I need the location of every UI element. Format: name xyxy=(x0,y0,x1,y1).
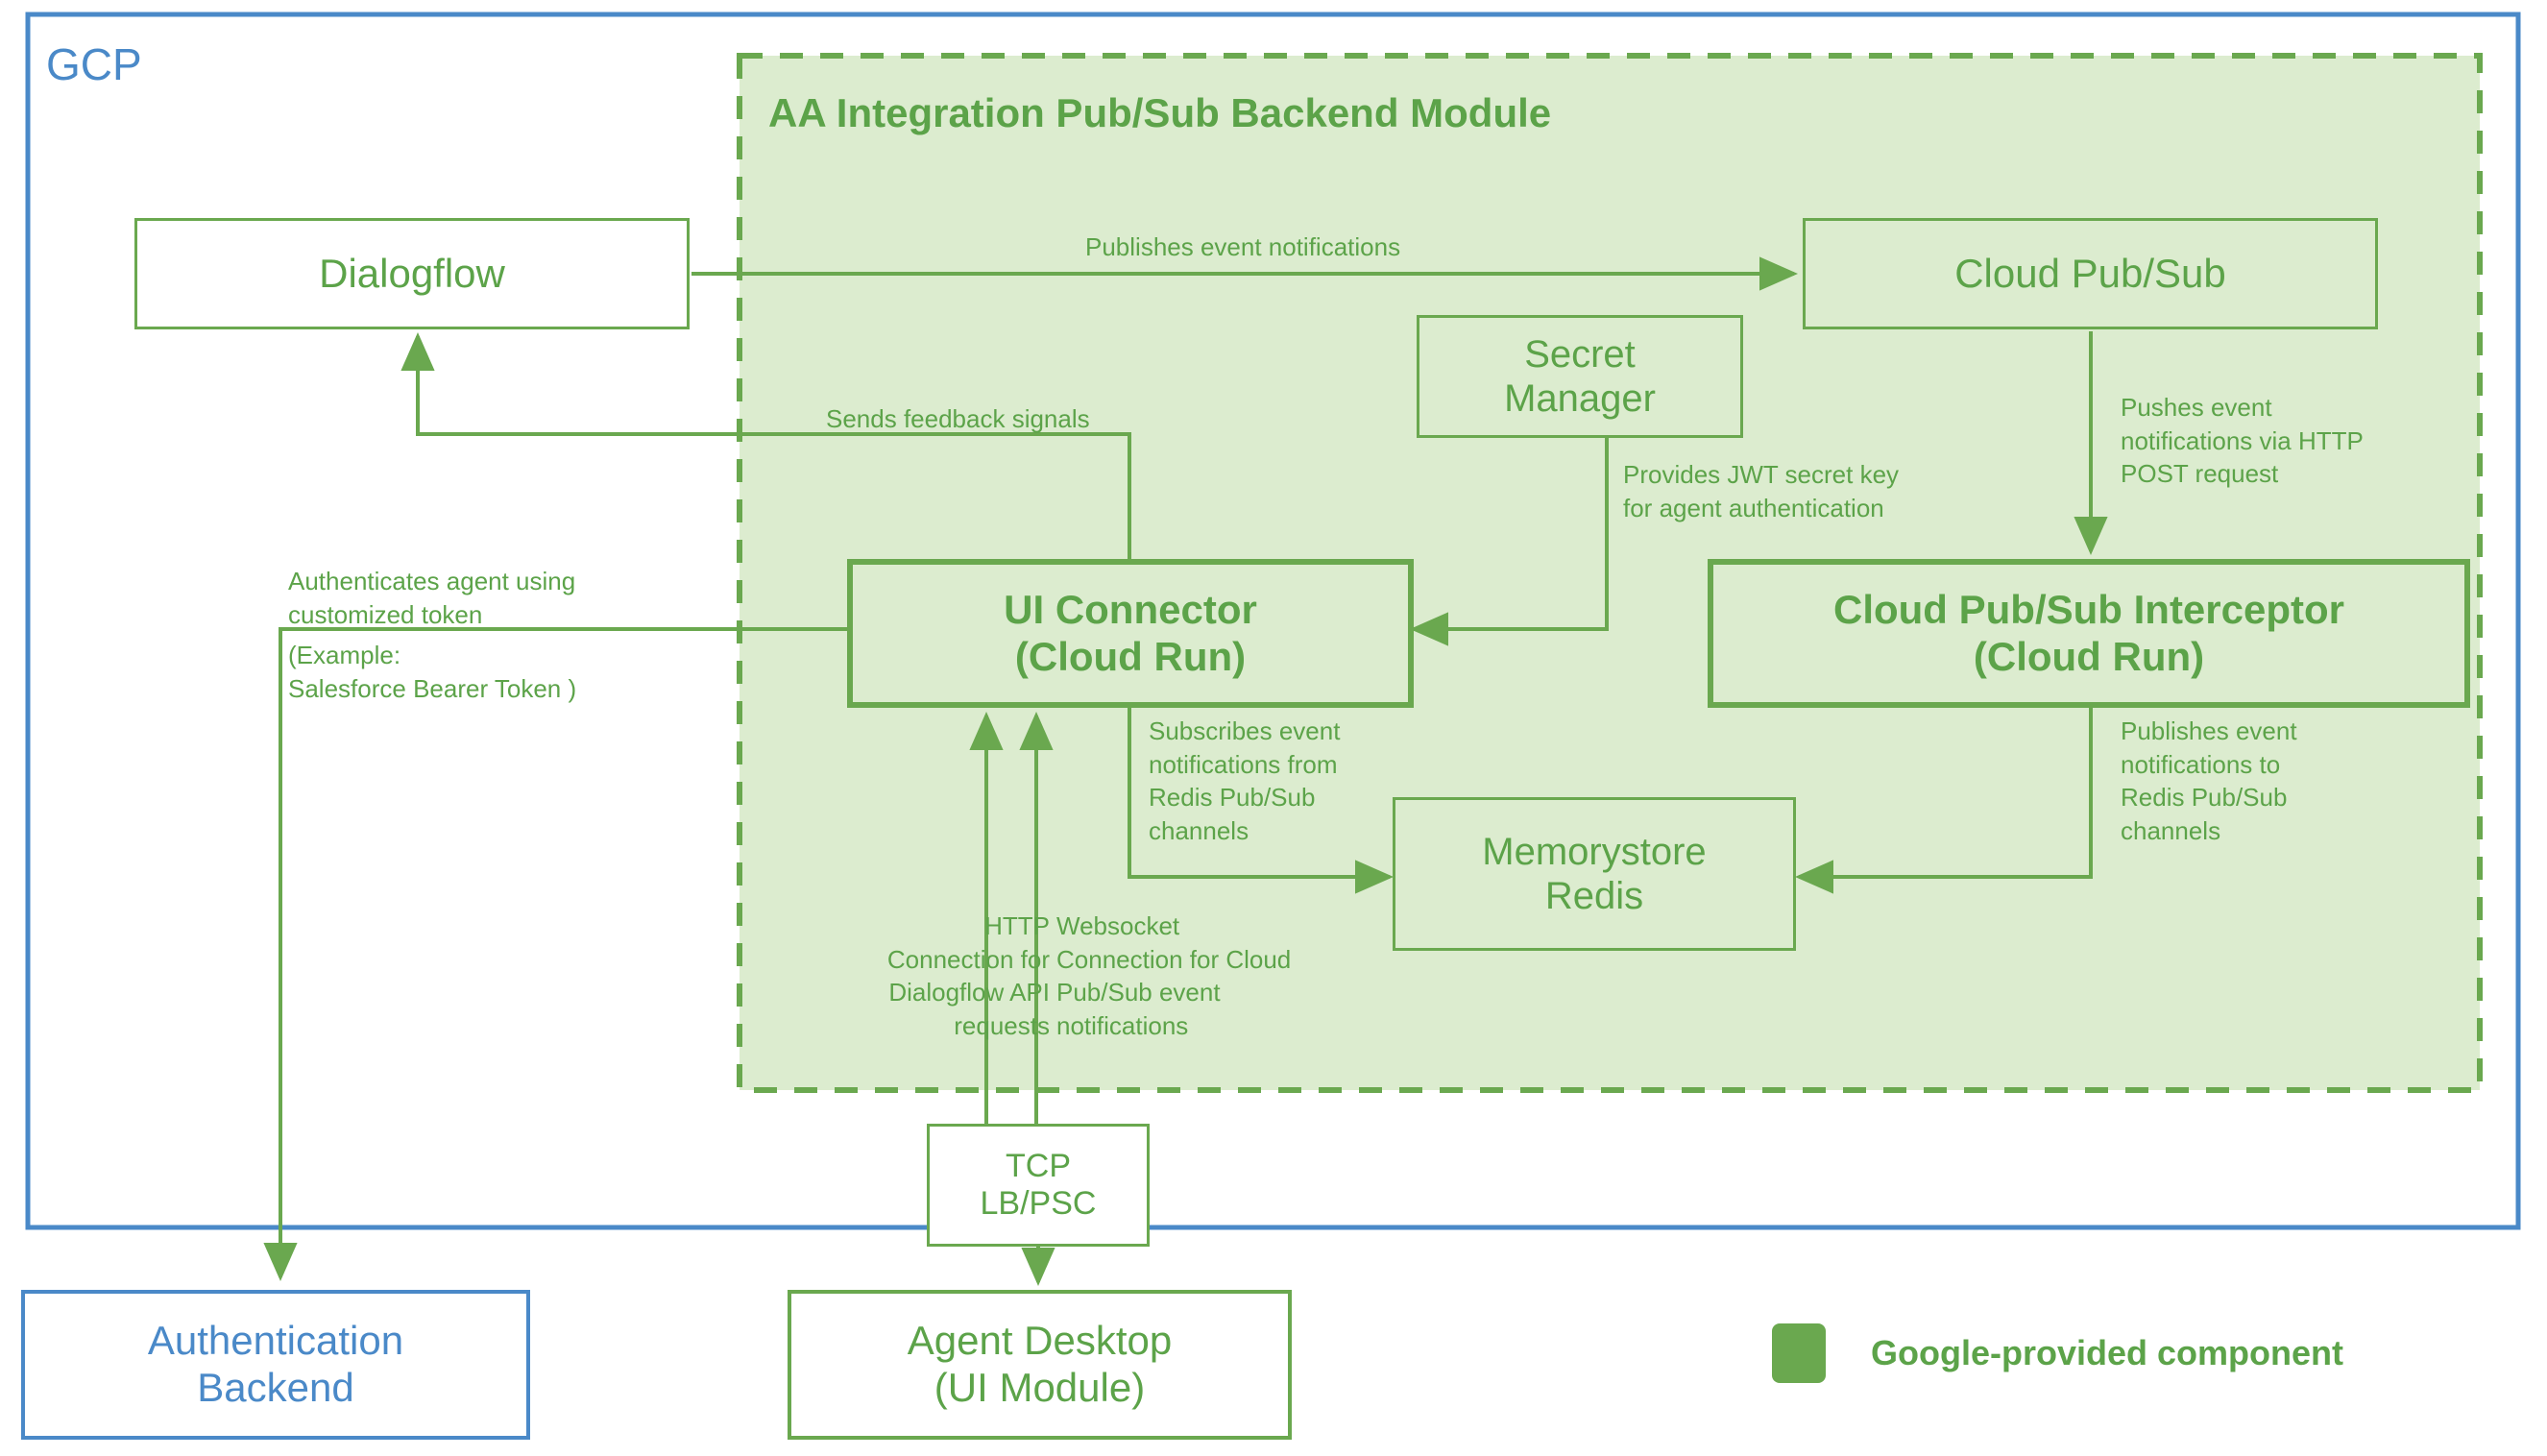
node-agent-desktop-line1: Agent Desktop xyxy=(907,1318,1173,1364)
node-ui-connector-line1: UI Connector xyxy=(1004,586,1257,632)
node-ui-connector-line2: (Cloud Run) xyxy=(1014,633,1247,679)
legend-label: Google-provided component xyxy=(1871,1333,2343,1372)
edge-uiconnector-to-dialogflow xyxy=(400,332,1131,559)
gcp-label: GCP xyxy=(46,39,142,90)
node-pubsub-interceptor[interactable]: Cloud Pub/Sub Interceptor (Cloud Run) xyxy=(1708,559,2470,708)
node-tcp-lb-psc-line2: LB/PSC xyxy=(980,1185,1097,1222)
edge-label-publishes-event-notifications: Publishes event notifications xyxy=(1085,232,1401,261)
node-memorystore-redis-line2: Redis xyxy=(1544,875,1644,917)
node-dialogflow-label: Dialogflow xyxy=(319,250,505,296)
node-agent-desktop[interactable]: Agent Desktop (UI Module) xyxy=(788,1290,1292,1440)
node-memorystore-redis[interactable]: Memorystore Redis xyxy=(1393,797,1796,951)
edge-interceptor-to-memorystore xyxy=(1795,708,2093,894)
edge-label-http-dialogflow-requests: HTTP Connection for Dialogflow API reque… xyxy=(886,911,1050,1040)
google-component-swatch-icon xyxy=(1772,1323,1826,1383)
node-authentication-backend-line1: Authentication xyxy=(147,1318,404,1364)
node-secret-manager-line1: Secret xyxy=(1524,332,1636,376)
node-secret-manager-line2: Manager xyxy=(1504,377,1656,420)
edge-label-websocket-pubsub-notifications: Websocket Connection for Cloud Pub/Sub e… xyxy=(1056,911,1292,1040)
module-label: AA Integration Pub/Sub Backend Module xyxy=(768,89,1552,135)
node-tcp-lb-psc-line1: TCP xyxy=(1006,1147,1071,1184)
node-tcp-lb-psc[interactable]: TCP LB/PSC xyxy=(927,1124,1150,1247)
node-agent-desktop-line2: (UI Module) xyxy=(934,1365,1146,1410)
node-memorystore-redis-line1: Memorystore xyxy=(1482,830,1707,873)
node-cloud-pubsub[interactable]: Cloud Pub/Sub xyxy=(1803,218,2378,329)
node-authentication-backend-line2: Backend xyxy=(197,1365,354,1410)
node-dialogflow[interactable]: Dialogflow xyxy=(134,218,690,329)
edge-uiconnector-to-memorystore xyxy=(1128,708,1394,894)
node-ui-connector[interactable]: UI Connector (Cloud Run) xyxy=(847,559,1414,708)
edge-label-provides-jwt-secret-key: Provides JWT secret key for agent authen… xyxy=(1623,460,1900,522)
legend: Google-provided component xyxy=(1772,1323,2343,1383)
node-authentication-backend[interactable]: Authentication Backend xyxy=(21,1290,530,1440)
edge-uiconnector-to-auth-backend xyxy=(263,627,847,1281)
node-cloud-pubsub-label: Cloud Pub/Sub xyxy=(1954,250,2226,296)
edge-secretmanager-to-uiconnector xyxy=(1410,437,1609,646)
edge-label-publishes-redis-channels: Publishes event notifications to Redis P… xyxy=(2121,716,2297,845)
edge-label-subscribes-redis-channels: Subscribes event notifications from Redi… xyxy=(1149,716,1341,845)
edge-label-sends-feedback-signals: Sends feedback signals xyxy=(826,404,1090,433)
edge-label-authenticates-agent: Authenticates agent using customized tok… xyxy=(288,567,576,629)
node-pubsub-interceptor-line2: (Cloud Run) xyxy=(1973,633,2205,679)
edge-label-authenticates-agent-example: (Example: Salesforce Bearer Token ) xyxy=(288,641,577,703)
node-secret-manager[interactable]: Secret Manager xyxy=(1417,315,1743,438)
gcp-boundary xyxy=(25,12,2521,1230)
edge-label-pushes-event-http-post: Pushes event notifications via HTTP POST… xyxy=(2121,393,2364,489)
node-pubsub-interceptor-line1: Cloud Pub/Sub Interceptor xyxy=(1833,586,2344,632)
